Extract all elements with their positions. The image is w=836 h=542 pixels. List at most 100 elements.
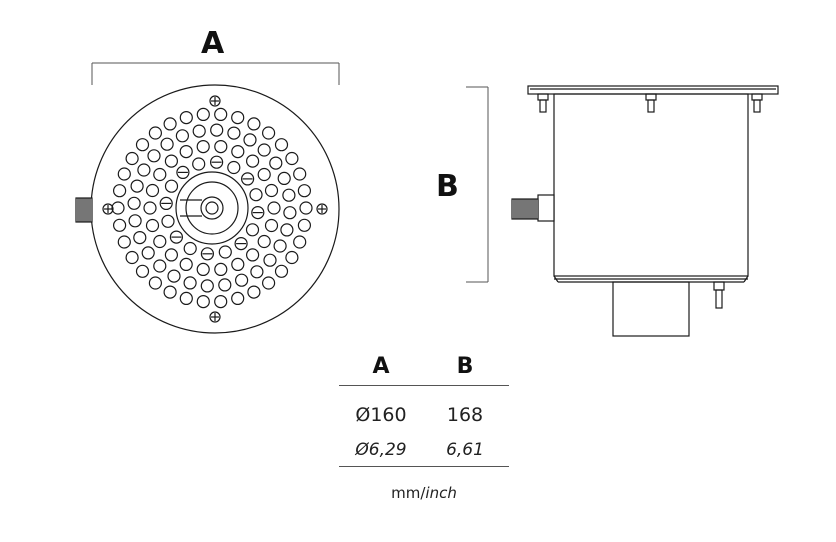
perforation-hole bbox=[145, 183, 160, 198]
perforation-hole bbox=[267, 201, 281, 215]
screw-bottom-icon bbox=[209, 311, 221, 323]
perforation-hole bbox=[210, 155, 224, 169]
perforation-hole bbox=[264, 183, 279, 198]
front-inlet-thread bbox=[75, 197, 93, 223]
perforation-hole bbox=[297, 218, 311, 232]
side-stud-left bbox=[537, 93, 549, 113]
perforation-hole bbox=[264, 218, 279, 233]
perforation-hole bbox=[167, 269, 181, 283]
perforation-hole bbox=[246, 154, 260, 168]
perforation-hole bbox=[231, 257, 245, 271]
perforation-hole bbox=[297, 184, 311, 198]
perforation-hole bbox=[280, 223, 294, 237]
perforation-hole bbox=[183, 241, 197, 256]
perforation-hole bbox=[299, 201, 313, 215]
table-header-a: A bbox=[372, 354, 390, 379]
perforation-hole bbox=[200, 279, 214, 293]
perforation-hole bbox=[112, 218, 127, 232]
perforation-hole bbox=[153, 167, 167, 182]
perforation-hole bbox=[218, 245, 232, 259]
perforation-hole bbox=[257, 234, 271, 249]
perforation-hole bbox=[164, 248, 178, 262]
perforation-hole bbox=[133, 231, 147, 245]
dimension-b-label: B bbox=[436, 169, 459, 204]
perforation-hole bbox=[160, 137, 174, 151]
perforation-hole bbox=[251, 206, 265, 220]
perforation-hole bbox=[277, 171, 291, 185]
side-bottom-pin bbox=[713, 281, 725, 309]
side-inlet-boss bbox=[537, 194, 555, 222]
perforation-hole bbox=[263, 253, 277, 267]
units-primary: mm/ bbox=[391, 484, 426, 502]
perforation-hole bbox=[249, 188, 263, 202]
perforation-hole bbox=[111, 201, 125, 215]
perforation-hole bbox=[283, 206, 297, 220]
perforation-hole bbox=[175, 129, 189, 143]
screw-right-icon bbox=[316, 203, 328, 215]
side-bottom-outlet bbox=[612, 281, 690, 337]
perforation-hole bbox=[179, 257, 193, 271]
perforation-hole bbox=[210, 123, 224, 137]
perforation-hole bbox=[127, 196, 141, 210]
perforation-hole bbox=[285, 250, 299, 265]
perforation-hole bbox=[196, 295, 210, 309]
perforation-hole bbox=[183, 276, 197, 290]
perforation-hole bbox=[231, 110, 245, 125]
perforation-hole bbox=[245, 223, 260, 237]
perforation-hole bbox=[214, 107, 228, 122]
table-cell-b-inch: 6,61 bbox=[446, 440, 484, 460]
perforation-hole bbox=[135, 264, 150, 278]
perforation-hole bbox=[163, 285, 177, 299]
side-stud-center bbox=[645, 93, 657, 113]
front-view bbox=[75, 84, 340, 334]
screw-left-icon bbox=[102, 203, 114, 215]
perforation-hole bbox=[273, 239, 287, 253]
perforation-hole bbox=[214, 262, 228, 276]
perforation-hole bbox=[247, 285, 261, 299]
front-center-ring-core bbox=[205, 201, 219, 215]
perforation-hole bbox=[227, 160, 241, 175]
perforation-hole bbox=[243, 133, 257, 147]
perforation-hole bbox=[241, 172, 255, 186]
perforation-hole bbox=[148, 276, 162, 290]
perforation-hole bbox=[227, 126, 241, 140]
perforation-hole bbox=[218, 278, 232, 292]
perforation-hole bbox=[161, 214, 175, 228]
perforation-hole bbox=[293, 235, 307, 249]
dimension-b-line bbox=[466, 86, 489, 283]
perforation-hole bbox=[269, 156, 283, 170]
perforation-hole bbox=[282, 188, 296, 202]
perforation-hole bbox=[128, 214, 142, 228]
side-flange bbox=[527, 85, 779, 95]
table-cell-a-mm: Ø160 bbox=[355, 404, 407, 426]
perforation-hole bbox=[147, 149, 161, 163]
screw-top-icon bbox=[209, 95, 221, 107]
perforation-hole bbox=[179, 291, 193, 305]
perforation-hole bbox=[153, 234, 167, 249]
perforation-hole bbox=[176, 165, 190, 179]
perforation-hole bbox=[231, 291, 245, 305]
perforation-hole bbox=[145, 218, 160, 233]
front-center-ring-inner bbox=[200, 196, 224, 220]
side-body bbox=[553, 93, 749, 277]
perforation-hole bbox=[164, 154, 178, 168]
perforation-hole bbox=[117, 167, 131, 181]
perforation-hole bbox=[169, 230, 183, 244]
perforation-hole bbox=[163, 117, 177, 131]
perforation-holes bbox=[111, 107, 313, 309]
perforation-hole bbox=[200, 247, 214, 261]
perforation-hole bbox=[262, 276, 276, 290]
front-center-ring-outer bbox=[175, 171, 249, 245]
perforation-hole bbox=[293, 167, 307, 181]
perforation-hole bbox=[117, 235, 131, 249]
perforation-hole bbox=[179, 145, 193, 159]
perforation-hole bbox=[214, 295, 228, 309]
perforation-hole bbox=[135, 138, 150, 152]
perforation-hole bbox=[257, 167, 271, 182]
perforation-hole bbox=[257, 143, 271, 157]
perforation-hole bbox=[164, 179, 179, 193]
perforation-hole bbox=[125, 250, 139, 265]
perforation-hole bbox=[235, 273, 249, 287]
perforation-hole bbox=[234, 237, 248, 251]
